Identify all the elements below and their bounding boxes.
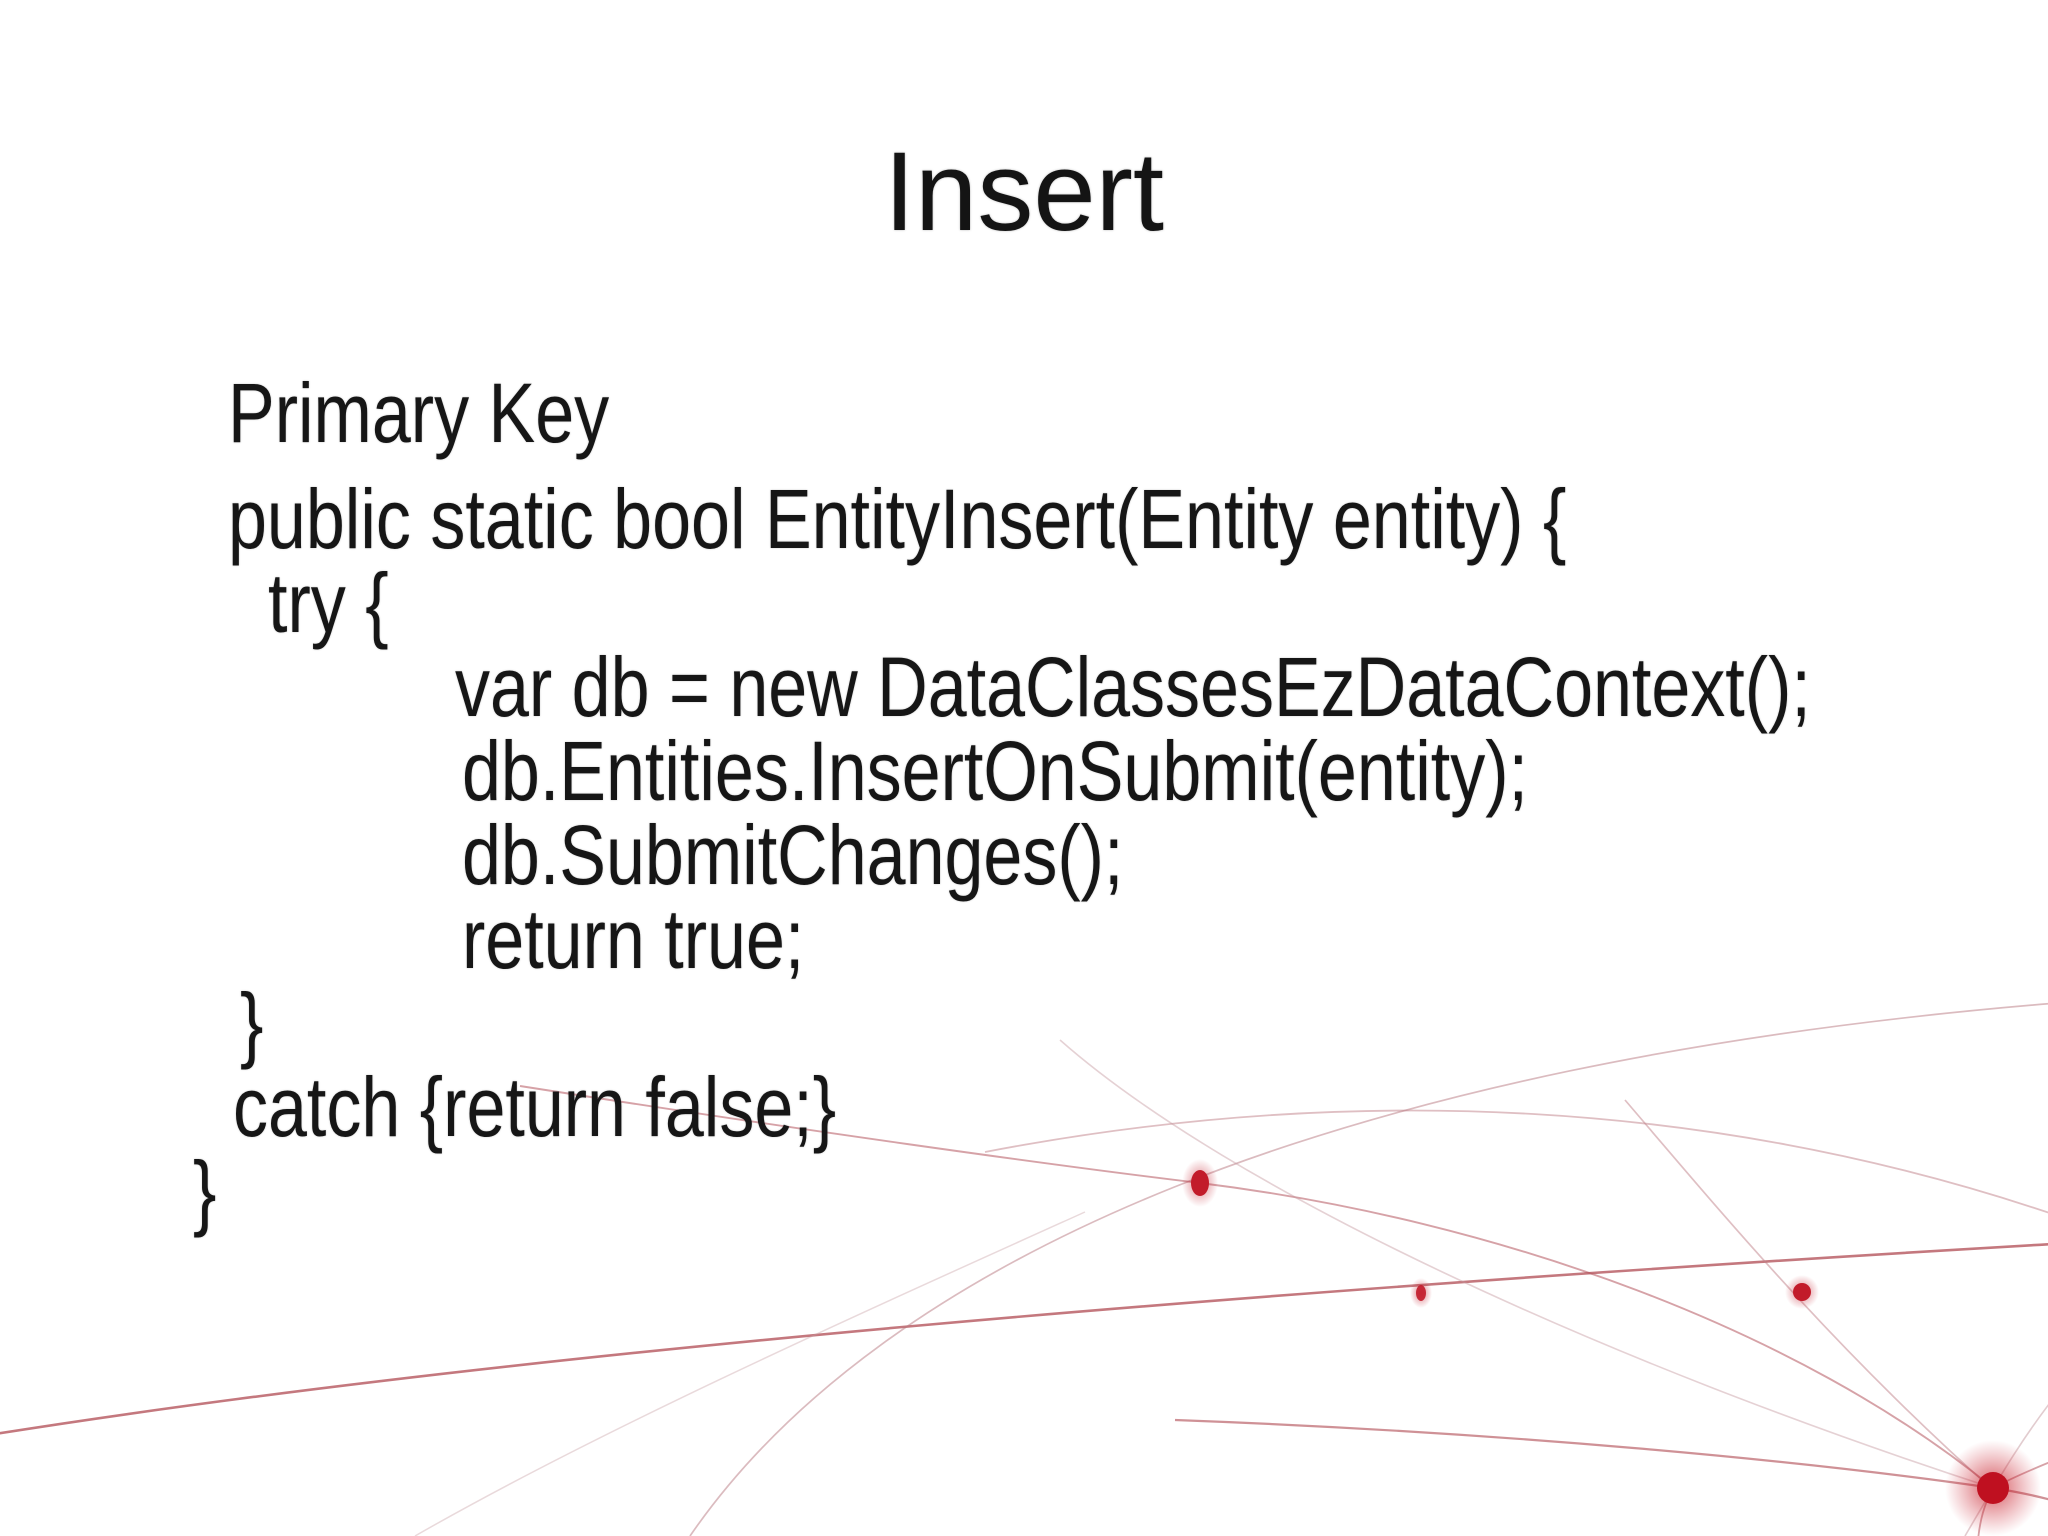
node-a <box>1191 1170 1209 1196</box>
arc-bottom-left <box>414 1211 1086 1536</box>
arc-apex <box>984 1109 2048 1214</box>
arc-rising <box>689 1002 2048 1536</box>
code-line-try: try { <box>268 556 389 650</box>
code-line-var-db: var db = new DataClassesEzDataContext(); <box>455 640 1811 734</box>
code-line-method-signature: public static bool EntityInsert(Entity e… <box>228 472 1567 566</box>
arc-main-horizontal <box>0 1242 2048 1435</box>
node-b <box>1793 1283 1811 1301</box>
code-line-close-brace-try: } <box>240 976 264 1070</box>
code-line-close-brace-method: } <box>193 1144 217 1238</box>
arc-node-b <box>1624 1099 1994 1491</box>
arc-steep-faint <box>1059 1039 1994 1489</box>
code-line-submit-changes: db.SubmitChanges(); <box>462 808 1124 902</box>
hub-node <box>1977 1472 2009 1504</box>
subtitle-primary-key: Primary Key <box>228 366 610 460</box>
slide-title: Insert <box>883 129 1165 254</box>
code-line-return-true: return true; <box>462 892 805 986</box>
code-line-insert-on-submit: db.Entities.InsertOnSubmit(entity); <box>462 724 1528 818</box>
node-d <box>1416 1285 1426 1301</box>
code-line-catch: catch {return false;} <box>233 1060 837 1154</box>
